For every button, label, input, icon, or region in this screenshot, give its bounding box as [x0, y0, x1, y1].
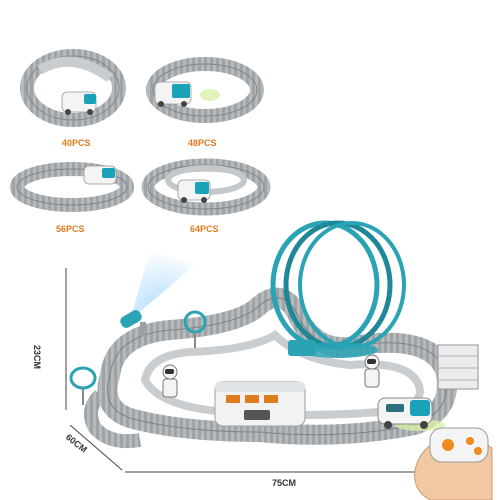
variant-64pcs-car	[177, 179, 211, 203]
light-tower	[120, 250, 195, 336]
variant-56pcs-label: 56PCS	[56, 224, 85, 234]
variant-40pcs-car	[61, 91, 97, 115]
variant-56pcs-track	[10, 162, 134, 212]
depth-dimension-line	[69, 424, 123, 471]
variant-56pcs-car	[83, 165, 117, 185]
loop-base	[288, 340, 316, 356]
astronaut-figure-right	[364, 354, 380, 388]
tunnel-station	[214, 381, 306, 427]
loop-the-loop	[270, 220, 406, 358]
variant-48pcs-label: 48PCS	[188, 138, 217, 148]
dimension-lines	[65, 268, 440, 473]
variant-48pcs-track	[146, 57, 264, 123]
variant-48pcs-car	[154, 81, 192, 107]
astronaut-figure-left	[162, 364, 178, 398]
gate-accessory	[437, 344, 479, 390]
hand-with-remote	[414, 427, 493, 500]
height-dimension-label: 23CM	[32, 345, 42, 370]
toy-car	[377, 397, 445, 431]
variant-64pcs-label: 64PCS	[190, 224, 219, 234]
remote-control	[429, 427, 489, 463]
variant-40pcs-track	[20, 49, 126, 127]
width-dimension-label: 75CM	[272, 478, 297, 488]
fan-accessory	[183, 310, 207, 348]
spiral-ramp	[69, 366, 97, 405]
variant-40pcs-label: 40PCS	[62, 138, 91, 148]
variant-64pcs-track	[141, 158, 271, 216]
